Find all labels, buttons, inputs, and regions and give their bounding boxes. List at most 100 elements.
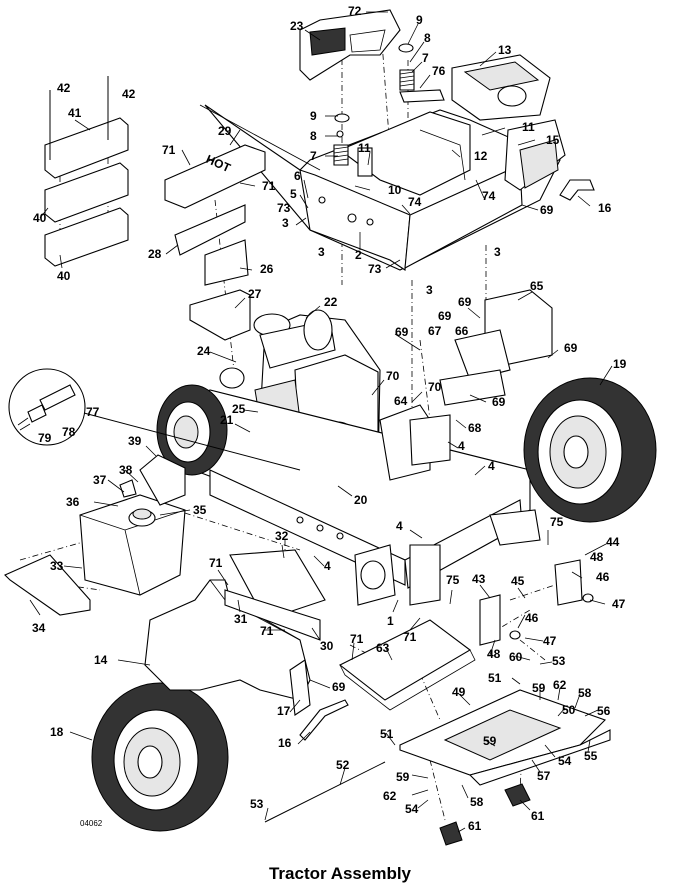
pedals: [439, 783, 531, 846]
callout-7: 7: [310, 149, 317, 163]
callout-4: 4: [488, 459, 495, 473]
instrument-cover: [451, 54, 551, 121]
callout-29: 29: [218, 124, 232, 138]
control-box: [504, 119, 566, 191]
callout-64: 64: [394, 394, 408, 408]
callout-68: 68: [468, 421, 482, 435]
callout-18: 18: [50, 725, 64, 739]
callout-19: 19: [613, 357, 627, 371]
callout-69: 69: [458, 295, 472, 309]
callout-15: 15: [546, 133, 560, 147]
detail-view: [8, 368, 301, 471]
callout-71: 71: [162, 143, 176, 157]
callout-26: 26: [260, 262, 274, 276]
callout-79: 79: [38, 431, 52, 445]
callout-71: 71: [403, 630, 417, 644]
callout-70: 70: [386, 369, 400, 383]
callout-51: 51: [488, 671, 502, 685]
callout-43: 43: [472, 572, 486, 586]
footrest: [399, 689, 611, 786]
callout-16: 16: [598, 201, 612, 215]
callout-62: 62: [553, 678, 567, 692]
callout-39: 39: [128, 434, 142, 448]
callout-71: 71: [260, 624, 274, 638]
battery-box: [439, 289, 553, 406]
callout-71: 71: [209, 556, 223, 570]
callout-48: 48: [487, 647, 501, 661]
callout-53: 53: [552, 654, 566, 668]
callout-11: 11: [522, 120, 535, 134]
front-tire: [91, 682, 229, 832]
callout-20: 20: [354, 493, 368, 507]
callout-36: 36: [66, 495, 80, 509]
callout-32: 32: [275, 529, 289, 543]
callout-60: 60: [509, 650, 523, 664]
rear-tire-right: [523, 377, 657, 523]
figure-title: Tractor Assembly: [268, 864, 412, 883]
callout-9: 9: [310, 109, 317, 123]
callout-24: 24: [197, 344, 211, 358]
callout-72: 72: [348, 4, 362, 18]
rear-tire-left: [156, 384, 228, 476]
callout-27: 27: [248, 287, 262, 301]
callout-14: 14: [94, 653, 108, 667]
callout-71: 71: [350, 632, 364, 646]
heat-shield-stack: [44, 76, 129, 267]
brake-rod: [264, 761, 386, 823]
callout-48: 48: [590, 550, 604, 564]
callout-54: 54: [558, 754, 572, 768]
callout-46: 46: [525, 611, 539, 625]
callout-73: 73: [368, 262, 382, 276]
callout-23: 23: [290, 19, 304, 33]
callout-42: 42: [122, 87, 136, 101]
callout-59: 59: [396, 770, 410, 784]
pivot-brackets: [479, 559, 594, 646]
callout-38: 38: [119, 463, 133, 477]
callout-69: 69: [438, 309, 452, 323]
callout-51: 51: [380, 727, 394, 741]
callout-49: 49: [452, 685, 466, 699]
callout-59: 59: [532, 681, 546, 695]
callout-11: 11: [358, 141, 371, 155]
callout-37: 37: [93, 473, 107, 487]
callout-25: 25: [232, 402, 246, 416]
callout-71: 71: [262, 179, 276, 193]
callout-8: 8: [424, 31, 431, 45]
callout-3: 3: [318, 245, 325, 259]
callout-40: 40: [57, 269, 71, 283]
callout-57: 57: [537, 769, 551, 783]
callout-74: 74: [408, 195, 422, 209]
callout-61: 61: [468, 819, 482, 833]
dash-panel: [299, 9, 401, 81]
callout-50: 50: [562, 703, 576, 717]
fender: [144, 549, 326, 716]
springs: [333, 43, 445, 166]
callout-69: 69: [540, 203, 554, 217]
callout-69: 69: [395, 325, 409, 339]
callout-73: 73: [277, 201, 291, 215]
callout-34: 34: [32, 621, 46, 635]
callout-74: 74: [482, 189, 496, 203]
callout-30: 30: [320, 639, 334, 653]
callout-4: 4: [458, 439, 465, 453]
callout-7: 7: [422, 51, 429, 65]
callout-33: 33: [50, 559, 64, 573]
callout-59: 59: [483, 734, 497, 748]
callout-47: 47: [612, 597, 626, 611]
callout-66: 66: [455, 324, 469, 338]
callout-3: 3: [426, 283, 433, 297]
callout-69: 69: [564, 341, 578, 355]
handle-left: [299, 699, 349, 741]
drawing-number: 04062: [80, 819, 103, 828]
callout-5: 5: [290, 187, 297, 201]
console-frame: [199, 104, 561, 271]
callout-42: 42: [57, 81, 71, 95]
callout-55: 55: [584, 749, 598, 763]
callout-61: 61: [531, 809, 545, 823]
callout-22: 22: [324, 295, 338, 309]
callout-65: 65: [530, 279, 544, 293]
leader-lines: [29, 11, 613, 833]
callout-4: 4: [324, 559, 331, 573]
callout-6: 6: [294, 169, 301, 183]
